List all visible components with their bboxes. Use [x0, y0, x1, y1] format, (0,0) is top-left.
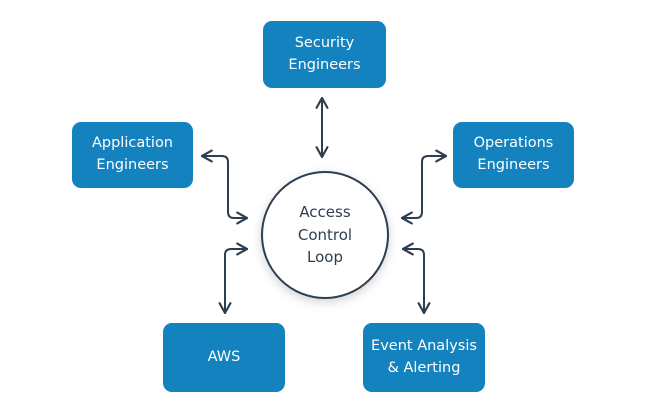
node-label: Application Engineers	[91, 135, 174, 173]
node-label: Event Analysis & Alerting	[371, 337, 477, 376]
node-label: Operations Engineers	[473, 135, 554, 173]
center-circle-label: Access Control Loop	[297, 203, 353, 267]
node-security-engineers: Security Engineers	[263, 21, 386, 88]
center-circle-access-control-loop: Access Control Loop	[261, 171, 389, 299]
node-aws: AWS	[163, 323, 285, 392]
arrow-operations-center	[400, 149, 448, 225]
node-label: Security Engineers	[288, 34, 361, 73]
node-label: AWS	[207, 348, 241, 365]
arrow-center-aws	[218, 242, 249, 315]
node-operations-engineers: Operations Engineers	[453, 122, 574, 188]
node-event-analysis-alerting: Event Analysis & Alerting	[363, 323, 485, 392]
node-application-engineers: Application Engineers	[72, 122, 193, 188]
arrow-application-center	[200, 149, 249, 225]
arrow-center-event	[401, 242, 431, 315]
